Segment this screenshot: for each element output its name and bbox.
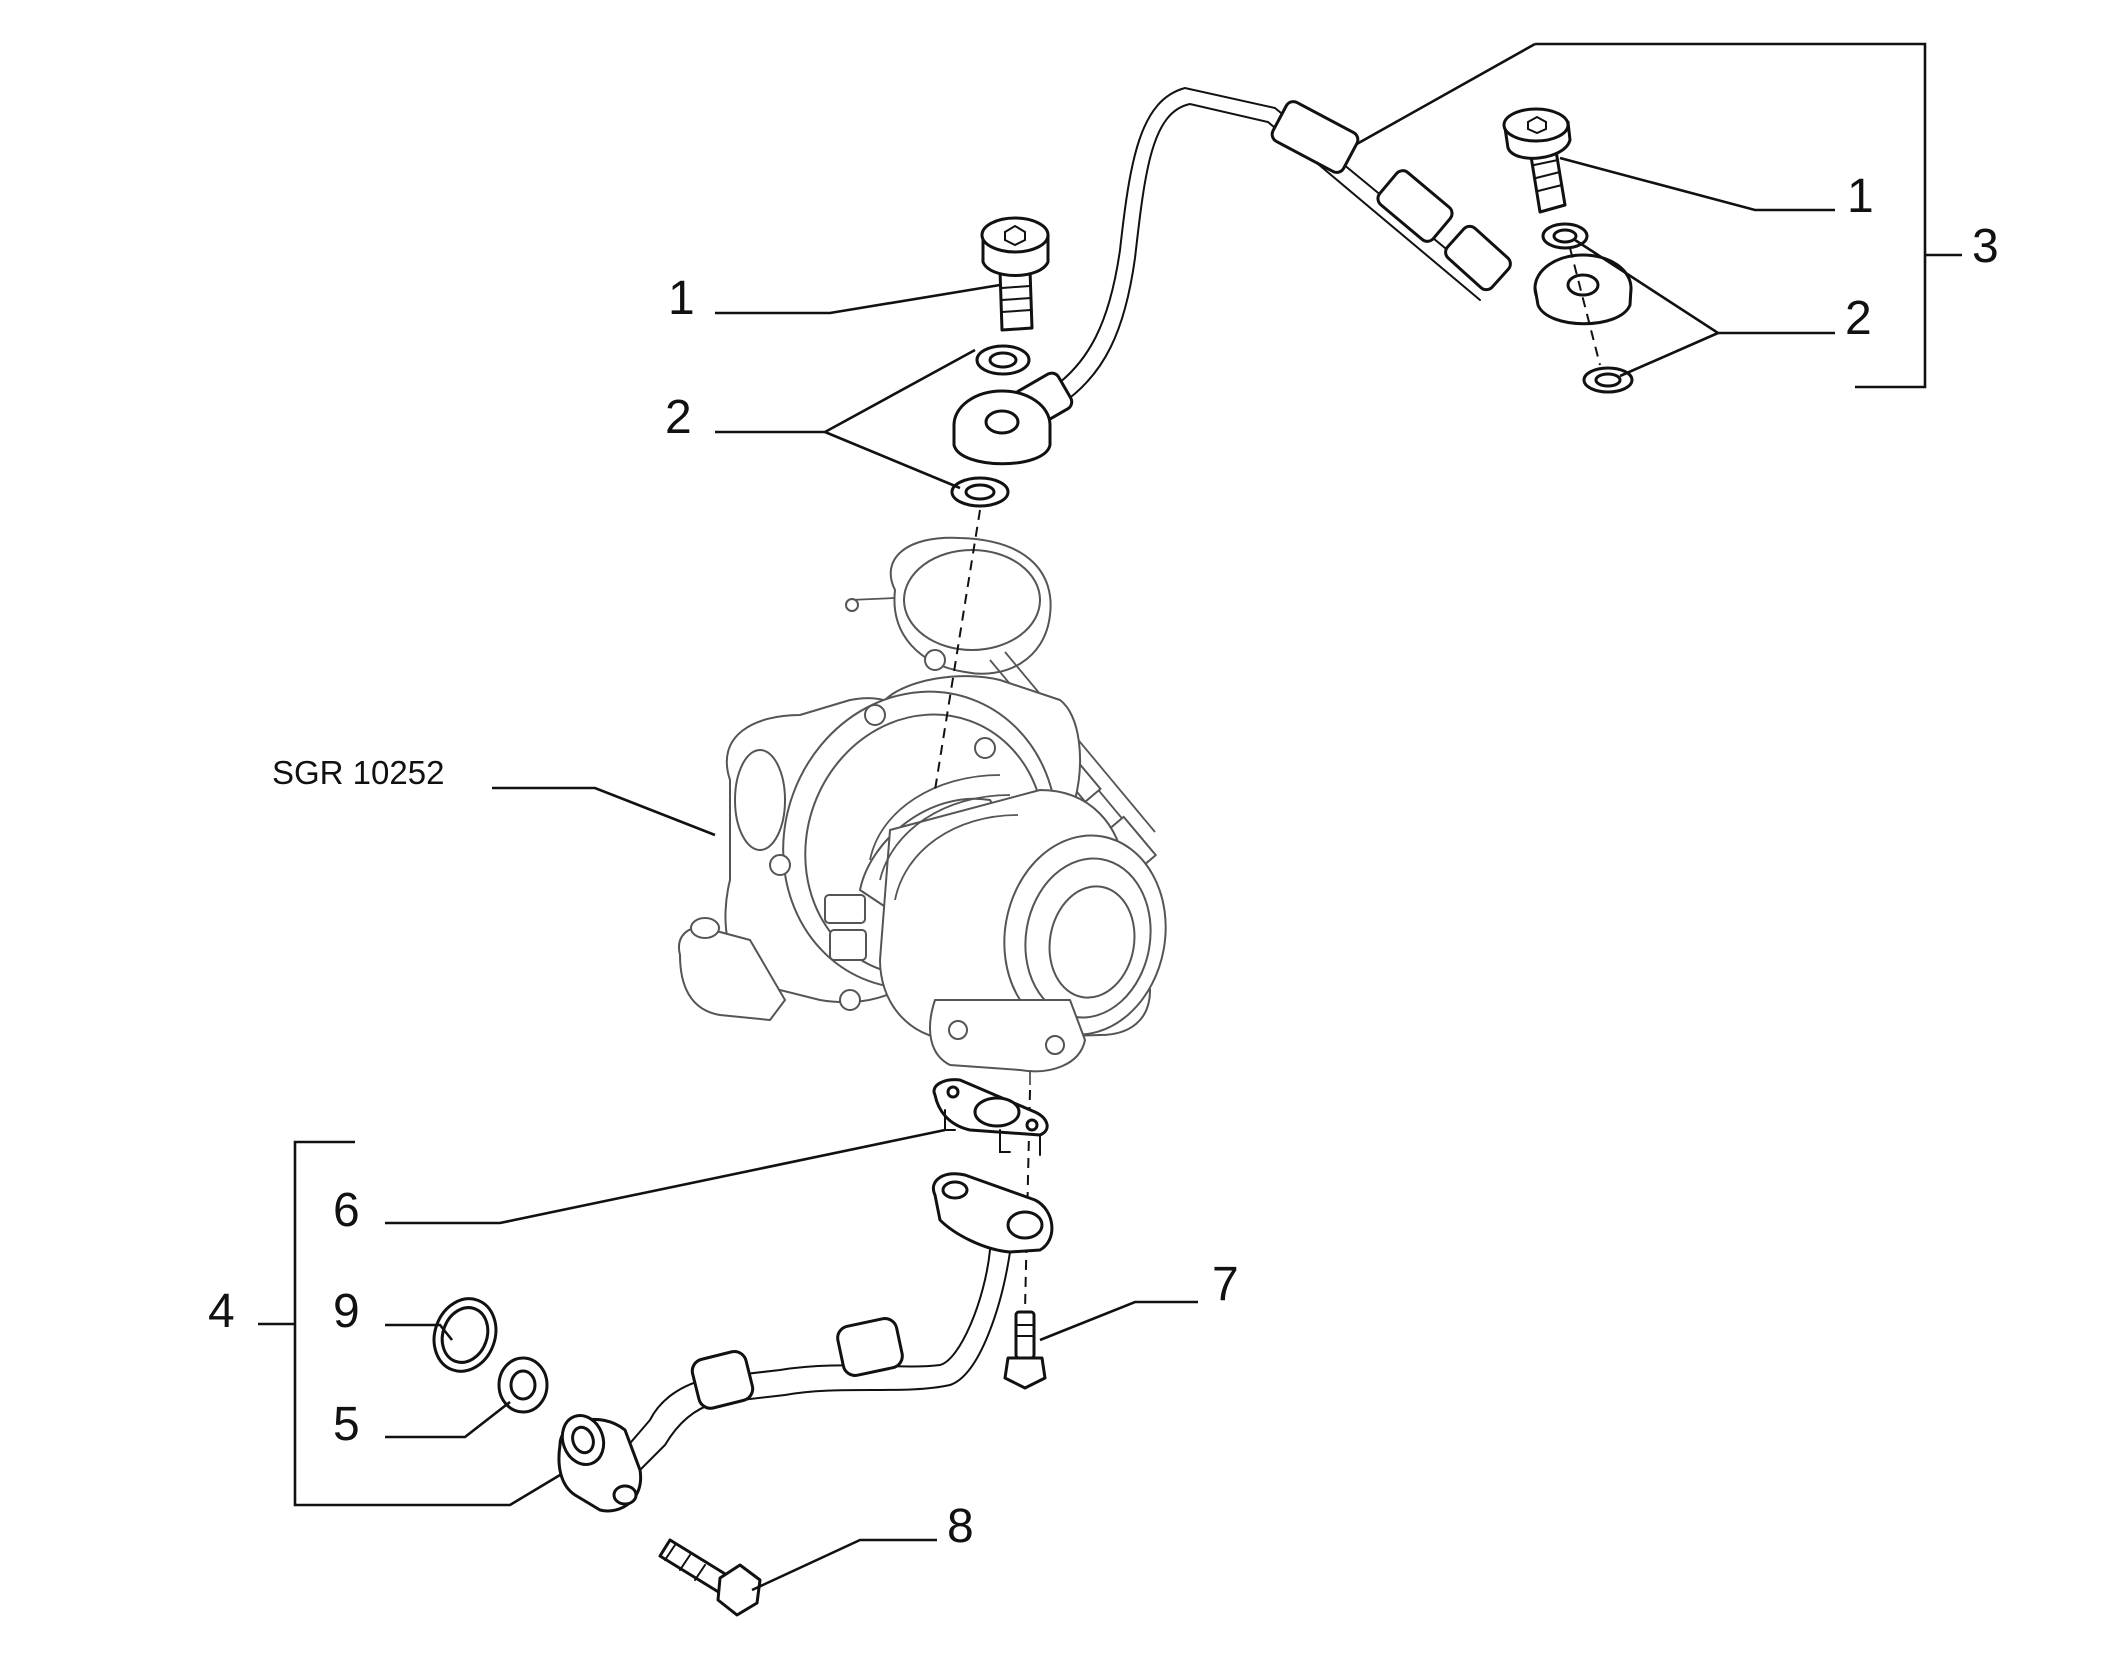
oil-feed-pipe — [952, 86, 1633, 466]
washer-lower-right — [1582, 366, 1634, 394]
washer-upper-left — [975, 344, 1031, 376]
banjo-bolt-right — [1502, 107, 1572, 214]
bolt-part-7 — [1003, 1310, 1047, 1390]
callout-6: 6 — [333, 1184, 360, 1237]
leader-lines — [385, 156, 1835, 1592]
washer-lower-left — [950, 476, 1010, 508]
o-ring-part-9 — [432, 1297, 498, 1373]
gasket-part-6 — [932, 1078, 1049, 1156]
banjo-bolt-left — [980, 216, 1050, 332]
callout-1-right: 1 — [1847, 170, 1874, 223]
reference-label-sgr: SGR 10252 — [272, 754, 444, 791]
bolt-part-8 — [658, 1538, 762, 1617]
washer-part-5 — [497, 1356, 549, 1414]
callout-4: 4 — [208, 1285, 235, 1338]
callout-9: 9 — [333, 1285, 360, 1338]
group-bracket-3 — [1354, 42, 1962, 389]
group-bracket-4 — [258, 1140, 561, 1507]
callout-2-left: 2 — [665, 391, 692, 444]
callout-3: 3 — [1972, 220, 1999, 273]
oil-drain-pipe — [557, 1172, 1054, 1513]
callout-2-right: 2 — [1845, 292, 1872, 345]
callout-1-left: 1 — [668, 272, 695, 325]
callout-7: 7 — [1212, 1258, 1239, 1311]
callout-8: 8 — [947, 1500, 974, 1553]
turbocharger — [678, 536, 1167, 1085]
callout-5: 5 — [333, 1398, 360, 1451]
